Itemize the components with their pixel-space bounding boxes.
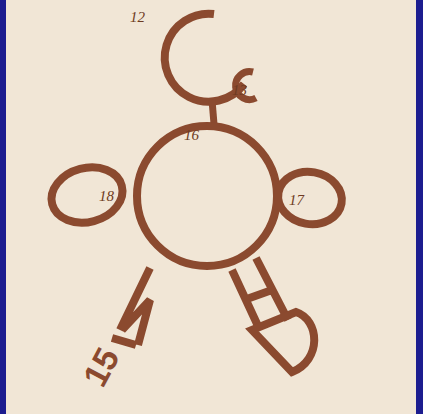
neck (212, 100, 214, 124)
right-foot (252, 312, 314, 372)
body-circle (137, 126, 277, 266)
callout-number: 12 (130, 10, 145, 25)
callout-number: 16 (184, 128, 199, 143)
callout-number: 18 (99, 189, 114, 204)
left-leg (112, 268, 150, 345)
left-arm (45, 160, 129, 231)
right-arm (274, 167, 346, 229)
paper-ground (6, 0, 416, 414)
callout-number: 17 (289, 193, 304, 208)
callout-number: 13 (232, 83, 247, 98)
